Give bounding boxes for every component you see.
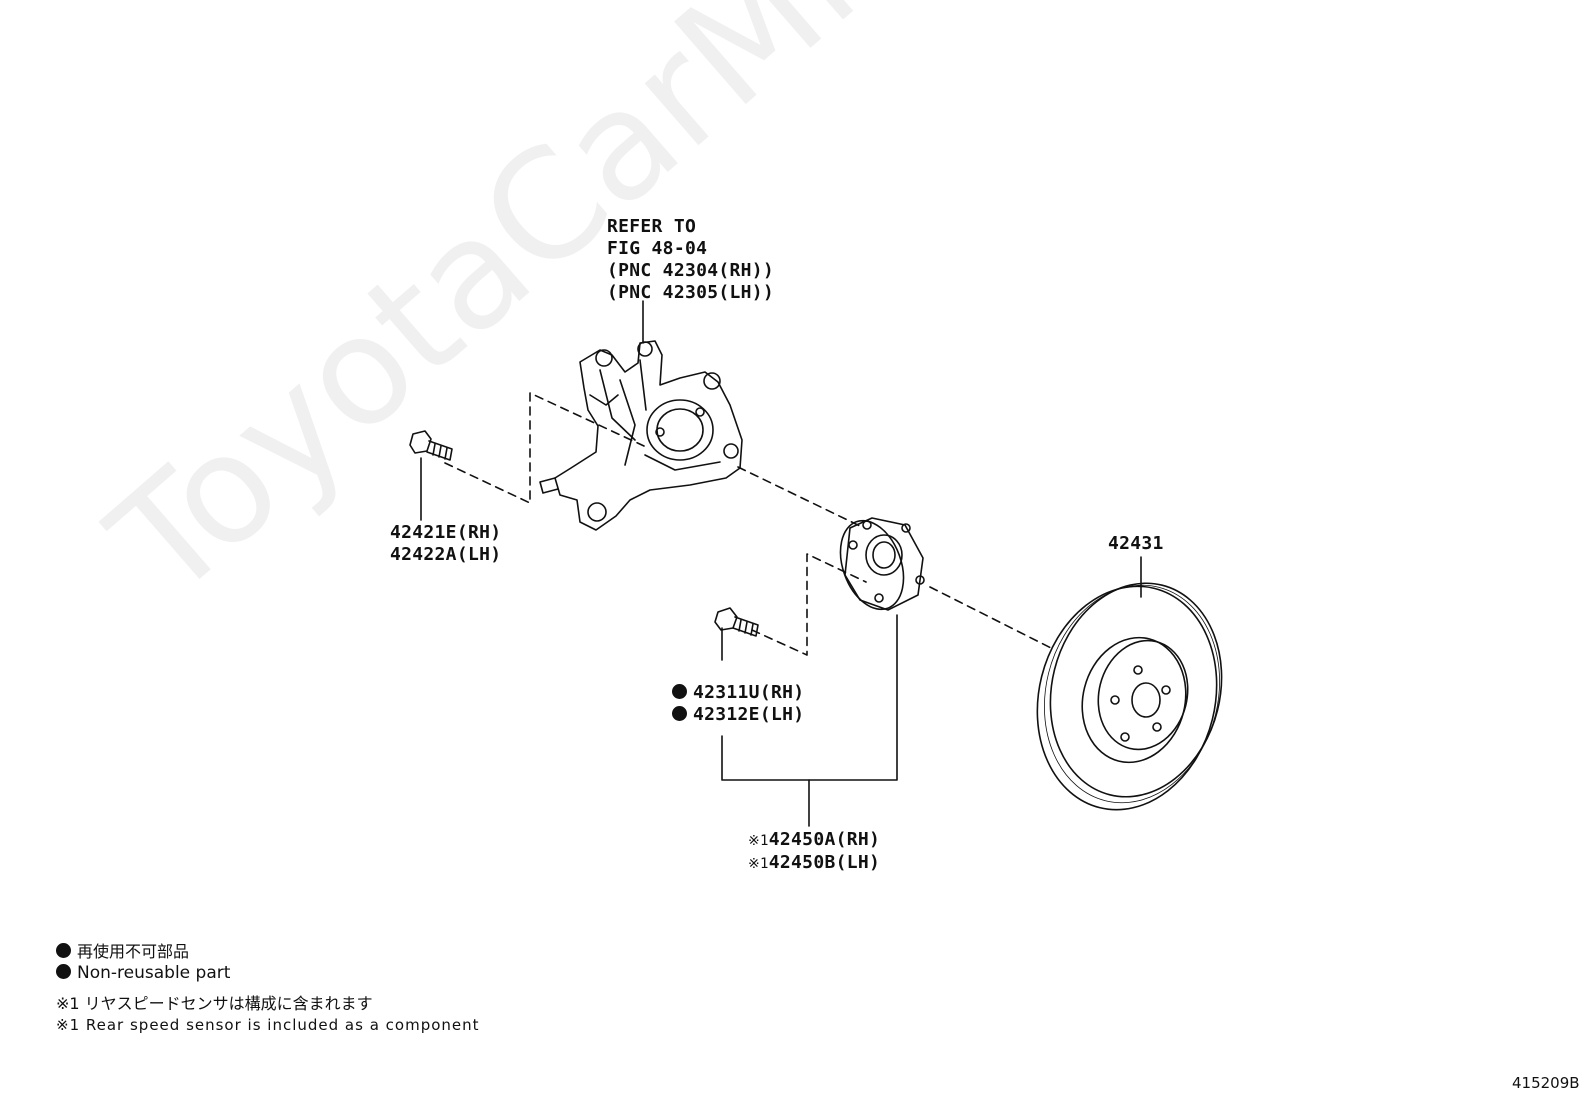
hub-bolt-lh-row: 42312E(LH) bbox=[672, 704, 804, 726]
figure-id: 415209B bbox=[1512, 1074, 1580, 1092]
non-reusable-dot-icon bbox=[56, 964, 71, 979]
legend-sensor-en: ※1 Rear speed sensor is included as a co… bbox=[56, 1016, 480, 1034]
legend-nonreusable-en-text: Non-reusable part bbox=[77, 963, 231, 983]
hub-bolt-part-lh: 42312E(LH) bbox=[693, 704, 805, 725]
hub-part-lh: 42450B(LH) bbox=[768, 852, 881, 873]
assembly-dashed-lines bbox=[444, 392, 1056, 656]
bolt-part-rh: 42421E(RH) bbox=[390, 522, 502, 543]
bolt-part-lh: 42422A(LH) bbox=[390, 544, 502, 565]
hub-bolt-part-rh: 42311U(RH) bbox=[693, 682, 805, 703]
refer-line-1: REFER TO bbox=[607, 216, 697, 237]
hub-bearing-drawing bbox=[839, 517, 925, 611]
legend-sensor-jp: ※1 リヤスピードセンサは構成に含まれます bbox=[56, 994, 373, 1013]
legend-nonreusable-en: Non-reusable part bbox=[56, 963, 230, 983]
refer-line-3: (PNC 42304(RH)) bbox=[607, 260, 775, 281]
non-reusable-dot-icon bbox=[672, 706, 687, 721]
brake-disc-drawing bbox=[1036, 582, 1223, 811]
refer-to-label: REFER TO FIG 48-04 (PNC 42304(RH)) (PNC … bbox=[607, 216, 774, 304]
legend-nonreusable-jp: 再使用不可部品 bbox=[56, 938, 189, 962]
knuckle-bolt-drawing bbox=[409, 430, 453, 461]
hub-lh-row: ※142450B(LH) bbox=[748, 852, 880, 875]
hub-bolt-part-label: 42311U(RH) 42312E(LH) bbox=[672, 682, 804, 726]
legend-nonreusable-jp-text: 再使用不可部品 bbox=[77, 942, 190, 961]
hub-bolt-drawing bbox=[714, 607, 759, 637]
steering-knuckle-drawing bbox=[539, 340, 743, 531]
bolt-part-label: 42421E(RH) 42422A(LH) bbox=[390, 522, 501, 566]
hub-part-rh: 42450A(RH) bbox=[768, 829, 881, 850]
sensor-note-mark: ※1 bbox=[748, 856, 769, 872]
sensor-note-mark: ※1 bbox=[748, 833, 769, 849]
non-reusable-dot-icon bbox=[672, 684, 687, 699]
hub-rh-row: ※142450A(RH) bbox=[748, 829, 880, 852]
refer-line-4: (PNC 42305(LH)) bbox=[607, 282, 775, 303]
disc-part-label: 42431 bbox=[1108, 533, 1164, 554]
hub-bolt-rh-row: 42311U(RH) bbox=[672, 682, 804, 704]
non-reusable-dot-icon bbox=[56, 943, 71, 958]
refer-line-2: FIG 48-04 bbox=[607, 238, 708, 259]
hub-part-label: ※142450A(RH) ※142450B(LH) bbox=[748, 829, 880, 875]
